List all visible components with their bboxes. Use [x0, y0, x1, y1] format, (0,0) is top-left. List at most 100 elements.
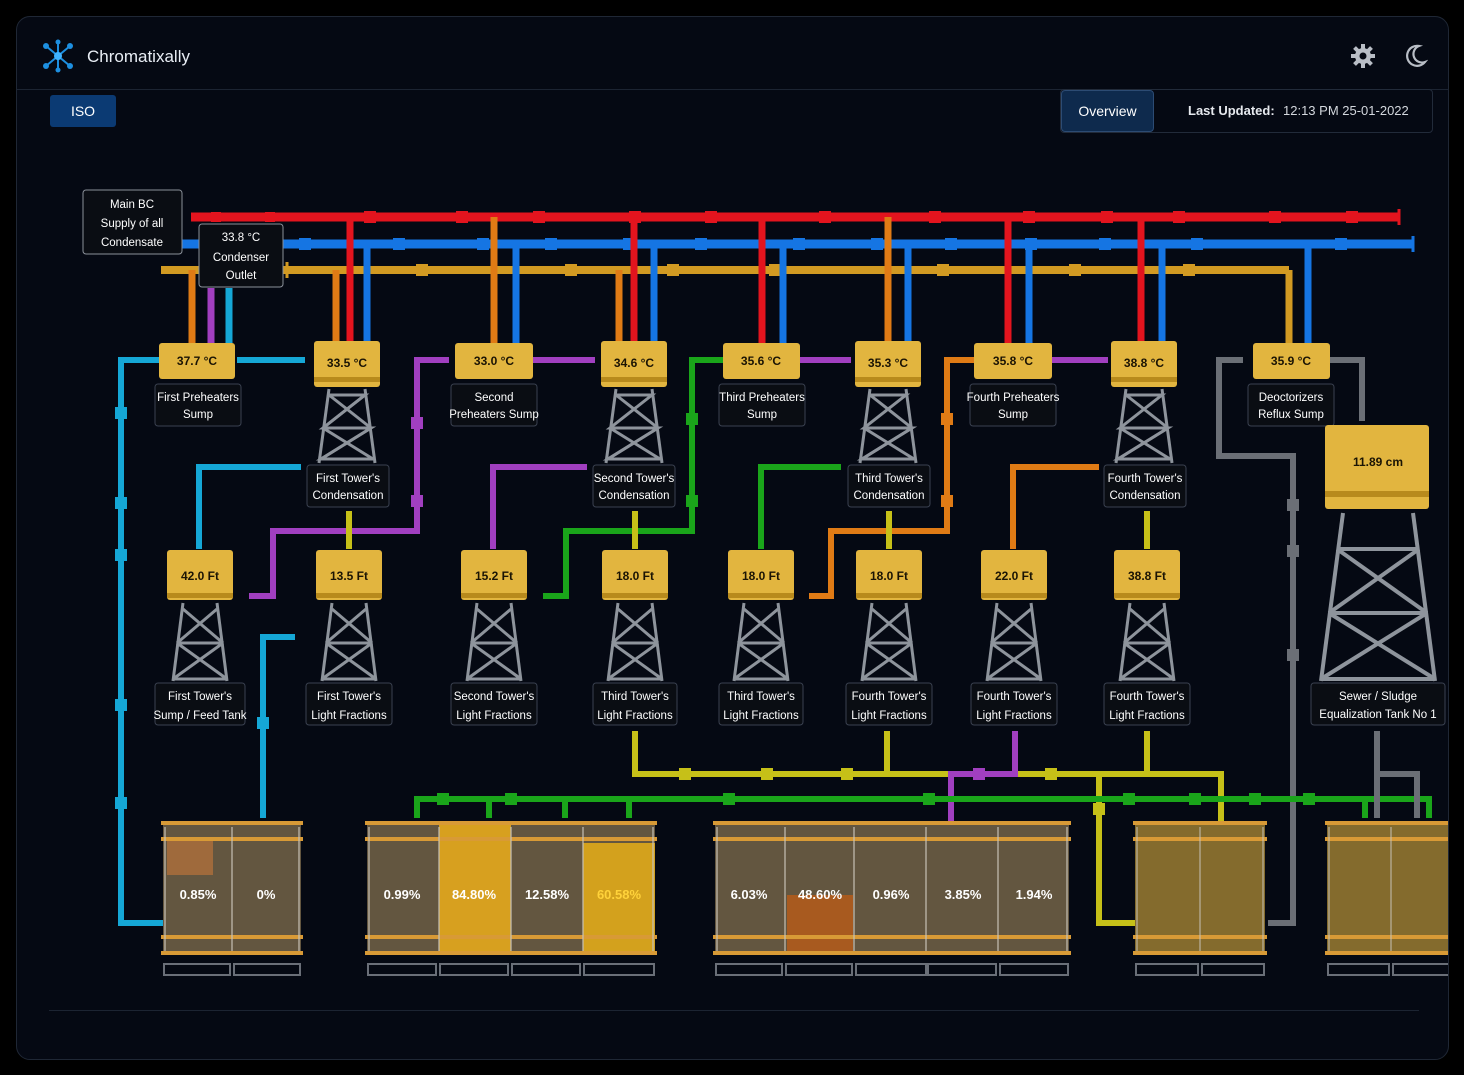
sump-label-2: Preheaters Sump [449, 409, 539, 421]
sump-value: 35.6 °C [741, 354, 781, 368]
sump-second-preheaters[interactable]: 33.0 °C Second Preheaters Sump [449, 343, 539, 427]
tank-percent: 12.58% [525, 887, 570, 902]
condenser-outlet-line2: Condenser [213, 252, 269, 264]
sump-value: 33.0 °C [474, 354, 514, 368]
sump-label-2: Sump [183, 409, 213, 421]
storage-group-1[interactable]: 0.85% 0% [161, 821, 303, 976]
tower-level: 18.0 Ft [742, 569, 780, 583]
sump-label-1: Deoctorizers [1259, 392, 1324, 404]
sump-fourth-preheaters[interactable]: 35.8 °C Fourth Preheaters Sump [967, 343, 1060, 427]
process-diagram: Main BC Supply of all Condensate 33.8 °C… [82, 189, 1448, 976]
condenser-outlet-value: 33.8 °C [222, 232, 260, 244]
main-bc-line3: Condensate [101, 237, 163, 249]
tower-label-1: Fourth Tower's [977, 691, 1052, 703]
header-bar: Chromatixally [17, 17, 1448, 90]
condenser-first-tower[interactable]: 33.5 °C First Tower's Condensation [306, 341, 390, 508]
storage-group-3[interactable]: 6.03% 48.60% 0.96% 3.85% 1.94% [713, 821, 1071, 976]
sump-label-1: First Preheaters [157, 392, 239, 404]
tank-percent: 3.85% [945, 887, 982, 902]
storage-group-4[interactable] [1133, 821, 1267, 976]
storage-group-2[interactable]: 0.99% 84.80% 12.58% 60.58% [365, 821, 657, 976]
condenser-value: 33.5 °C [327, 356, 367, 370]
sewer-equalization-tank[interactable]: 11.89 cm Sewer / Sludge Equalization Tan… [1310, 425, 1446, 726]
level-tower-2[interactable]: 13.5 Ft First Tower's Light Fractions [305, 550, 393, 726]
tower-level: 42.0 Ft [181, 569, 219, 583]
last-updated-value: 12:13 PM 25-01-2022 [1283, 103, 1409, 118]
main-bc-callout: Main BC Supply of all Condensate [82, 189, 183, 255]
condenser-label-2: Condensation [313, 490, 384, 502]
sump-label-2: Reflux Sump [1258, 409, 1324, 421]
condenser-value: 35.3 °C [868, 356, 908, 370]
level-tower-4[interactable]: 18.0 Ft Third Tower's Light Fractions [592, 550, 678, 726]
sump-label-2: Sump [998, 409, 1028, 421]
condenser-label-2: Condensation [599, 490, 670, 502]
condenser-label-1: Second Tower's [594, 473, 675, 485]
condenser-fourth-tower[interactable]: 38.8 °C Fourth Tower's Condensation [1103, 341, 1187, 508]
tower-label-2: Light Fractions [851, 710, 927, 722]
condenser-outlet-line3: Outlet [226, 270, 257, 282]
tank-percent: 84.80% [452, 887, 497, 902]
footer-divider [49, 1010, 1419, 1011]
level-tower-3[interactable]: 15.2 Ft Second Tower's Light Fractions [450, 550, 538, 726]
hot-water-header [191, 209, 1401, 225]
tower-label-2: Light Fractions [1109, 710, 1185, 722]
iso-button[interactable]: ISO [50, 95, 116, 127]
tower-label-2: Light Fractions [723, 710, 799, 722]
sump-value: 35.9 °C [1271, 354, 1311, 368]
tower-label-1: Third Tower's [601, 691, 669, 703]
tower-label-2: Light Fractions [976, 710, 1052, 722]
condenser-outlet-callout: 33.8 °C Condenser Outlet [198, 223, 284, 288]
sewer-label-1: Sewer / Sludge [1339, 691, 1417, 703]
app-window: Chromatixally ISO Overview Last Updated:… [16, 16, 1449, 1060]
condenser-label-2: Condensation [1110, 490, 1181, 502]
level-tower-7[interactable]: 22.0 Ft Fourth Tower's Light Fractions [970, 550, 1058, 726]
condenser-third-tower[interactable]: 35.3 °C Third Tower's Condensation [847, 341, 931, 508]
app-title: Chromatixally [87, 47, 190, 66]
interconnect-pipes [118, 357, 1365, 926]
tank-percent: 0% [257, 887, 276, 902]
gear-icon[interactable] [1350, 43, 1376, 69]
tank-percent: 0.96% [873, 887, 910, 902]
network-logo-icon [43, 39, 73, 73]
tower-label-1: Fourth Tower's [852, 691, 927, 703]
main-bc-line2: Supply of all [101, 218, 164, 230]
tower-label-1: Second Tower's [454, 691, 535, 703]
sump-first-preheaters[interactable]: 37.7 °C First Preheaters Sump [154, 343, 242, 427]
cold-header-valves [157, 238, 1347, 250]
condenser-label-1: Third Tower's [855, 473, 923, 485]
header-drops [188, 217, 1312, 343]
tower-level: 18.0 Ft [616, 569, 654, 583]
sump-third-preheaters[interactable]: 35.6 °C Third Preheaters Sump [718, 343, 806, 427]
level-tower-6[interactable]: 18.0 Ft Fourth Tower's Light Fractions [845, 550, 933, 726]
tower-label-1: Fourth Tower's [1110, 691, 1185, 703]
overview-button[interactable]: Overview [1061, 90, 1154, 132]
sewer-label-2: Equalization Tank No 1 [1319, 709, 1436, 721]
tower-level: 38.8 Ft [1128, 569, 1166, 583]
sump-value: 35.8 °C [993, 354, 1033, 368]
tank-percent: 60.58% [597, 887, 642, 902]
level-tower-1[interactable]: 42.0 Ft First Tower's Sump / Feed Tank [153, 550, 247, 726]
condensate-header-valves [416, 264, 1195, 276]
moon-icon[interactable] [1402, 43, 1428, 69]
tower-label-2: Light Fractions [311, 710, 387, 722]
storage-group-5[interactable] [1325, 821, 1448, 976]
tower-label-1: Third Tower's [727, 691, 795, 703]
level-tower-5[interactable]: 18.0 Ft Third Tower's Light Fractions [718, 550, 804, 726]
condenser-value: 38.8 °C [1124, 356, 1164, 370]
condenser-value: 34.6 °C [614, 356, 654, 370]
tank-percent: 6.03% [731, 887, 768, 902]
level-tower-8[interactable]: 38.8 Ft Fourth Tower's Light Fractions [1103, 550, 1191, 726]
condenser-label-2: Condensation [854, 490, 925, 502]
condenser-second-tower[interactable]: 34.6 °C Second Tower's Condensation [592, 341, 676, 508]
sump-label-2: Sump [747, 409, 777, 421]
tower-label-2: Light Fractions [456, 710, 532, 722]
tower-label-2: Sump / Feed Tank [153, 710, 246, 722]
distribution-valves [115, 407, 1315, 815]
condensate-header [161, 262, 1289, 278]
condenser-label-1: Fourth Tower's [1108, 473, 1183, 485]
overview-toolbar: Overview Last Updated: 12:13 PM 25-01-20… [1060, 89, 1433, 133]
tank-percent: 0.85% [180, 887, 217, 902]
sump-deodorizers-reflux[interactable]: 35.9 °C Deoctorizers Reflux Sump [1247, 343, 1335, 427]
tower-label-1: First Tower's [168, 691, 232, 703]
tower-label-1: First Tower's [317, 691, 381, 703]
